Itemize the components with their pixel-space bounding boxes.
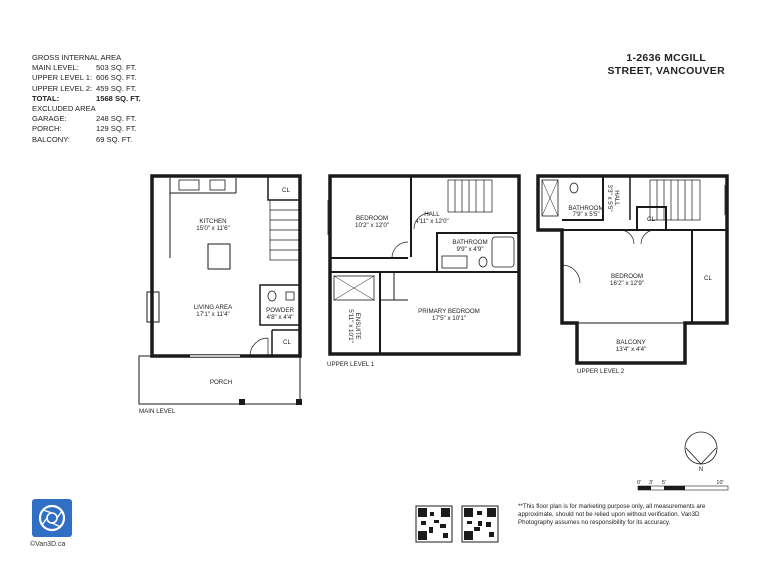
room-name: BEDROOM bbox=[611, 273, 643, 280]
room-dims: 3'3" x 5'5" bbox=[606, 184, 613, 211]
vanity-icon bbox=[441, 255, 468, 269]
room-name: HALL bbox=[613, 190, 620, 206]
bathtub-icon bbox=[491, 236, 515, 268]
hall2-label: HALL 3'3" x 5'5" bbox=[606, 184, 620, 211]
upper-level-2 bbox=[536, 174, 729, 365]
porch-post bbox=[239, 399, 245, 405]
main-level-outline bbox=[150, 174, 302, 358]
door-swing bbox=[640, 229, 656, 245]
upper-level-1 bbox=[327, 174, 521, 356]
room-name: POWDER bbox=[266, 307, 294, 314]
scale-tick: 5' bbox=[662, 480, 666, 486]
porch-post bbox=[296, 399, 302, 405]
closet-label: CL bbox=[282, 187, 290, 194]
room-name: PORCH bbox=[210, 379, 232, 386]
level-label: UPPER LEVEL 2 bbox=[577, 368, 625, 375]
window bbox=[190, 354, 240, 358]
closet-wall bbox=[267, 176, 300, 201]
level-label: MAIN LEVEL bbox=[139, 408, 176, 415]
room-dims: 17'1" x 11'4" bbox=[196, 311, 229, 318]
door-swing bbox=[413, 212, 431, 230]
stairs-icon bbox=[649, 179, 701, 221]
area-row: MAIN LEVEL:503 SQ. FT. bbox=[32, 63, 137, 73]
van3d-logo bbox=[32, 499, 72, 537]
scale-bar: 0' 3' 5' 10' bbox=[637, 480, 729, 491]
sink-icon bbox=[209, 179, 226, 191]
room-name: KITCHEN bbox=[199, 218, 226, 225]
room-name: BEDROOM bbox=[356, 215, 388, 222]
north-label: N bbox=[699, 467, 703, 473]
ensuite-label: ENSUITE 5'11" x 10'1" bbox=[347, 309, 361, 342]
kitchen-island bbox=[207, 243, 231, 270]
shower-icon bbox=[541, 179, 559, 217]
door-swing bbox=[249, 337, 269, 357]
wall bbox=[562, 176, 604, 221]
area-total-row: TOTAL:1568 SQ. FT. bbox=[32, 93, 141, 103]
room-name: BATHROOM bbox=[452, 239, 487, 246]
sink-icon bbox=[285, 291, 295, 301]
room-dims: 4'8" x 4'4" bbox=[266, 314, 293, 321]
stove-icon bbox=[178, 179, 200, 191]
door-swing bbox=[561, 264, 581, 284]
qr-code bbox=[415, 505, 453, 543]
property-address: 1-2636 MCGILL STREET, VANCOUVER bbox=[607, 52, 725, 77]
disclaimer: **This floor plan is for marketing purpo… bbox=[518, 503, 706, 526]
level-label: UPPER LEVEL 1 bbox=[327, 361, 375, 368]
qr-code bbox=[461, 505, 499, 543]
fireplace-icon bbox=[146, 291, 160, 323]
room-dims: 16'2" x 12'9" bbox=[610, 280, 644, 287]
door-swing bbox=[391, 241, 409, 259]
stairs-icon bbox=[447, 179, 493, 213]
powder-room-outline bbox=[259, 284, 301, 326]
level-labels: MAIN LEVEL UPPER LEVEL 1 UPPER LEVEL 2 bbox=[139, 361, 625, 415]
room-labels: KITCHEN 15'0" x 11'6" LIVING AREA 17'1" … bbox=[194, 184, 713, 386]
shower-icon bbox=[333, 275, 375, 301]
room-dims: 15'0" x 11'6" bbox=[196, 225, 229, 232]
closet-wall bbox=[380, 272, 408, 301]
closet-wall bbox=[271, 329, 300, 356]
closet-label: CL bbox=[647, 216, 655, 223]
excluded-row: PORCH:129 SQ. FT. bbox=[32, 124, 137, 134]
closet-label: CL bbox=[283, 339, 291, 346]
shower-icon bbox=[541, 179, 559, 217]
closet-label: CL bbox=[704, 275, 712, 282]
toilet-icon bbox=[569, 182, 579, 194]
upper2-outline bbox=[536, 174, 729, 365]
toilet-icon bbox=[267, 290, 277, 302]
area-summary: GROSS INTERNAL AREA MAIN LEVEL:503 SQ. F… bbox=[32, 53, 141, 145]
shower-icon bbox=[333, 275, 375, 301]
room-dims: 13'4" x 4'4" bbox=[616, 346, 647, 353]
main-level bbox=[138, 174, 302, 405]
logo-text: ©Van3D.ca bbox=[30, 541, 66, 548]
room-name: BATHROOM bbox=[568, 205, 603, 212]
excluded-row: GARAGE:248 SQ. FT. bbox=[32, 114, 137, 124]
room-dims: 17'5" x 10'1" bbox=[432, 315, 466, 322]
toilet-icon bbox=[478, 256, 488, 268]
kitchen-counter bbox=[169, 178, 237, 258]
room-name: LIVING AREA bbox=[194, 304, 233, 311]
room-dims: 7'9" x 5'5" bbox=[572, 211, 599, 218]
door-swing bbox=[619, 229, 635, 245]
room-dims: 4'11" x 12'0" bbox=[415, 218, 448, 225]
stairs-icon bbox=[269, 199, 301, 261]
room-dims: 9'9" x 4'9" bbox=[456, 246, 483, 253]
room-name: ENSUITE bbox=[354, 313, 361, 340]
room-name: HALL bbox=[424, 211, 440, 218]
scale-tick: 3' bbox=[649, 480, 653, 486]
area-row: UPPER LEVEL 1:606 SQ. FT. bbox=[32, 73, 137, 83]
scale-tick: 10' bbox=[716, 480, 723, 486]
scale-tick: 0' bbox=[637, 480, 641, 486]
area-row: UPPER LEVEL 2:459 SQ. FT. bbox=[32, 83, 137, 93]
excluded-row: BALCONY:69 SQ. FT. bbox=[32, 134, 133, 144]
room-name: PRIMARY BEDROOM bbox=[418, 308, 480, 315]
compass-icon: N bbox=[684, 431, 718, 473]
room-dims: 5'11" x 10'1" bbox=[347, 309, 354, 342]
room-dims: 10'2" x 12'0" bbox=[355, 222, 389, 229]
room-name: BALCONY bbox=[616, 339, 646, 346]
excluded-area-title: EXCLUDED AREA bbox=[32, 104, 96, 114]
gross-area-title: GROSS INTERNAL AREA bbox=[32, 53, 122, 62]
